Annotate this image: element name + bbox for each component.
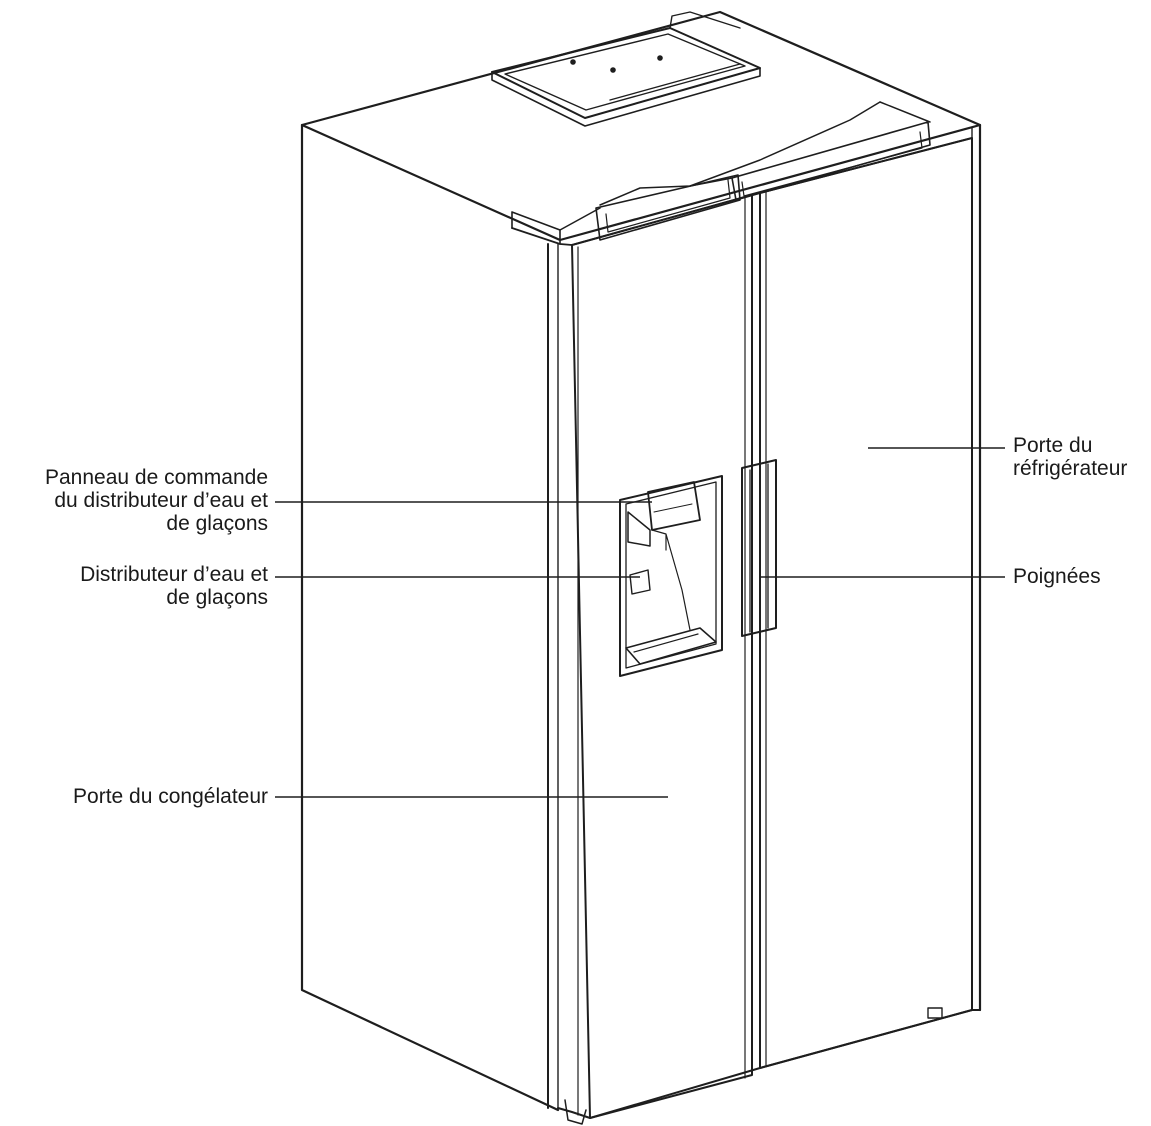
control-panel — [647, 481, 701, 531]
fridge-door — [759, 137, 973, 1069]
top-cover-screws — [570, 55, 663, 73]
label-fridge-door: Porte du réfrigérateur — [1013, 434, 1128, 480]
freezer-door — [571, 194, 753, 1119]
cabinet-top — [300, 10, 982, 242]
freezer-handle — [741, 459, 777, 637]
label-handles: Poignées — [1013, 565, 1101, 588]
label-control-panel: Panneau de commande du distributeur d’ea… — [45, 466, 268, 535]
label-freezer-door: Porte du congélateur — [73, 785, 268, 808]
label-dispenser: Distributeur d’eau et de glaçons — [80, 563, 268, 609]
cabinet-left-side — [300, 123, 560, 1112]
